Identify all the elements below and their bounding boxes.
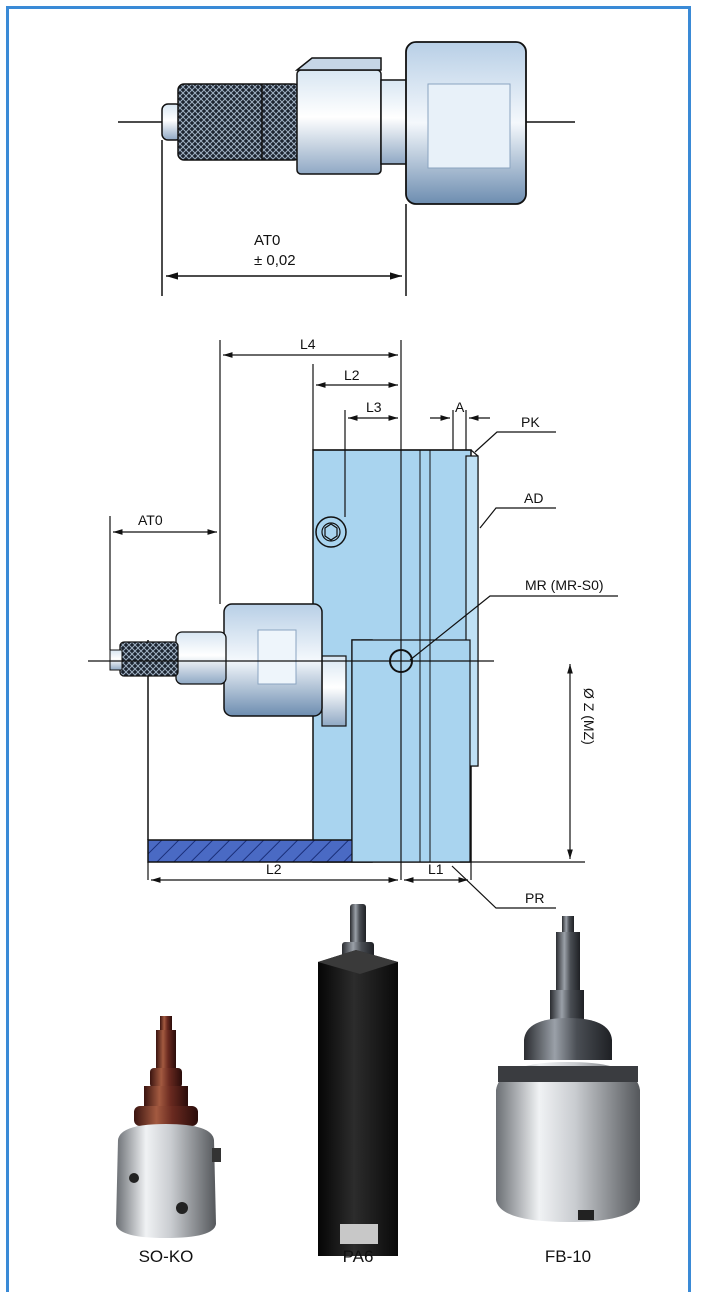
mr-label: MR (MR-S0) (525, 577, 604, 593)
product-caption-fb-10: FB-10 (544, 1247, 592, 1266)
tolerance-label: ± 0,02 (254, 252, 296, 269)
knurled-spindle (119, 641, 179, 677)
diameter-z-label: Ø Z (MZ) (581, 688, 597, 745)
product-caption-so-ko: SO-KO (138, 1247, 194, 1266)
top-micrometer-drawing: AT0 ± 0,02 (118, 41, 575, 296)
ad-label: AD (524, 490, 543, 506)
l2-bottom-label: L2 (266, 861, 282, 877)
l3-label: L3 (366, 399, 382, 415)
l2-top-label: L2 (344, 367, 360, 383)
flange-holder-photo (496, 916, 640, 1222)
product-caption-pa6: PA6 (342, 1247, 374, 1266)
a-label: A (455, 399, 465, 415)
at0-side-label: AT0 (138, 512, 163, 528)
pk-label: PK (521, 414, 540, 430)
l4-label: L4 (300, 336, 316, 352)
pr-label: PR (525, 890, 544, 906)
set-screw-icon (315, 516, 347, 548)
l1-label: L1 (428, 861, 444, 877)
at0-label: AT0 (254, 232, 280, 249)
main-section-drawing: L4 L2 L3 A PK AT0 AD MR (MR-S0) Ø Z (MZ)… (88, 336, 618, 909)
square-holder-photo (318, 904, 398, 1256)
knurled-thimble (177, 83, 301, 161)
cylindrical-holder-photo (116, 1016, 221, 1238)
